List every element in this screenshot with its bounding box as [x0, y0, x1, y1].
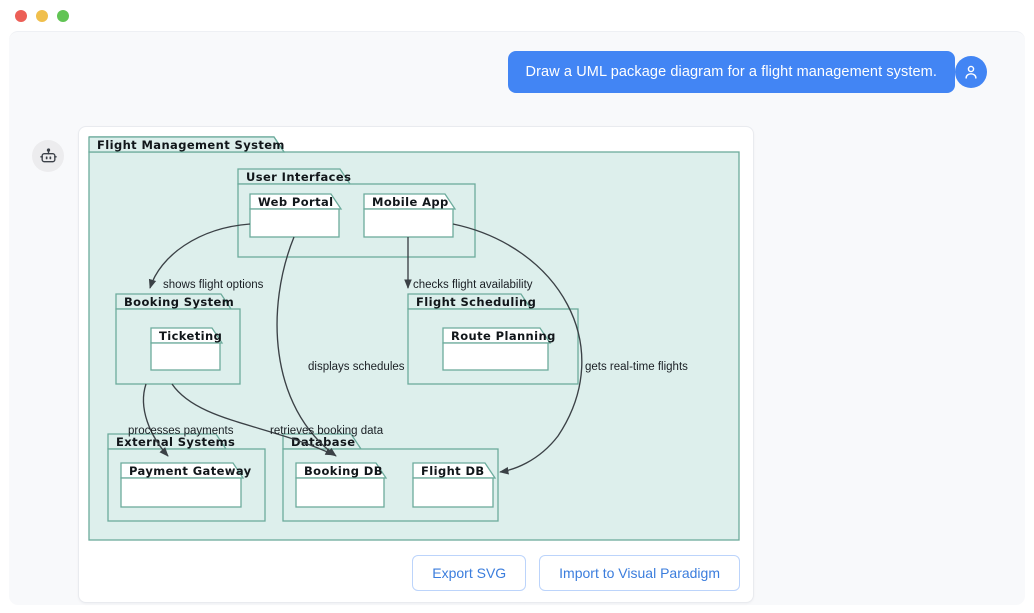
window-controls: [15, 9, 69, 22]
uml-diagram[interactable]: Flight Management System User Interfaces: [88, 136, 744, 542]
robot-icon: [39, 147, 57, 162]
minimize-window-button[interactable]: [36, 9, 48, 22]
package-route-planning[interactable]: Route Planning: [442, 327, 556, 371]
assistant-message-row: Flight Management System User Interfaces: [32, 126, 1012, 603]
user-message-bubble: Draw a UML package diagram for a flight …: [507, 51, 955, 94]
user-message-row: Draw a UML package diagram for a flight …: [9, 51, 1025, 94]
package-label-route-planning: Route Planning: [451, 329, 556, 343]
export-svg-button[interactable]: Export SVG: [412, 555, 527, 591]
diagram-actions: Export SVG Import to Visual Paradigm: [88, 555, 744, 591]
package-label-flight-db: Flight DB: [421, 464, 485, 478]
assistant-avatar: [32, 140, 64, 172]
package-label-booking-db: Booking DB: [304, 464, 383, 478]
package-label-mobile-app: Mobile App: [372, 195, 449, 209]
package-label-payment-gateway: Payment Gateway: [129, 464, 252, 478]
edge-label-processes-payments: processes payments: [128, 425, 234, 437]
package-mobile-app[interactable]: Mobile App: [363, 193, 457, 238]
package-label-ticketing: Ticketing: [159, 329, 222, 343]
chat-surface: Draw a UML package diagram for a flight …: [9, 31, 1025, 605]
package-label-database: Database: [291, 435, 355, 449]
package-payment-gateway[interactable]: Payment Gateway: [120, 462, 252, 508]
user-icon: [965, 65, 977, 79]
edge-mobile-app-flight-db: [452, 223, 583, 475]
edge-booking-system-booking-db: [171, 383, 335, 456]
window-titlebar: [0, 0, 1034, 31]
edge-label-gets-real-time-flights: gets real-time flights: [585, 361, 688, 373]
package-web-portal[interactable]: Web Portal: [249, 193, 343, 238]
edge-label-retrieves-booking-data: retrieves booking data: [270, 425, 384, 437]
package-label-external-systems: External Systems: [116, 435, 235, 449]
maximize-window-button[interactable]: [57, 9, 69, 22]
edge-web-portal-booking-db: [276, 236, 337, 457]
edge-label-displays-schedules: displays schedules: [308, 361, 405, 373]
close-window-button[interactable]: [15, 9, 27, 22]
package-flight-db[interactable]: Flight DB: [412, 462, 497, 508]
package-label-user-interfaces: User Interfaces: [246, 170, 351, 184]
user-avatar: [955, 56, 987, 89]
package-label-web-portal: Web Portal: [258, 195, 334, 209]
edge-label-shows-flight-options: shows flight options: [163, 279, 264, 291]
edge-booking-system-payment-gateway: [142, 383, 169, 457]
import-to-visual-paradigm-button[interactable]: Import to Visual Paradigm: [539, 555, 740, 591]
package-label-booking-system: Booking System: [124, 295, 234, 309]
edge-label-checks-flight-availability: checks flight availability: [413, 279, 533, 291]
package-ticketing[interactable]: Ticketing: [150, 327, 224, 371]
package-booking-db[interactable]: Booking DB: [295, 462, 388, 508]
package-label-flight-scheduling: Flight Scheduling: [416, 295, 536, 309]
diagram-card: Flight Management System User Interfaces: [78, 126, 754, 603]
edge-web-portal-booking-system: [148, 223, 251, 289]
package-label-root: Flight Management System: [97, 138, 285, 152]
